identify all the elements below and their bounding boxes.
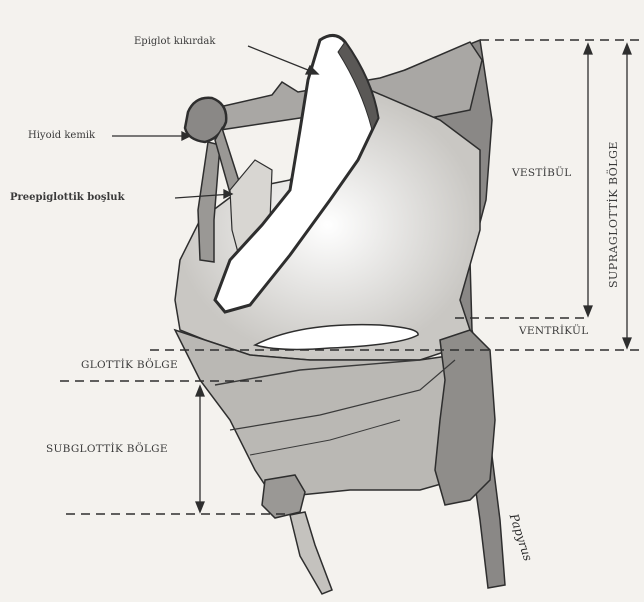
label-preepiglottic: Preepiglottik boşluk (10, 193, 125, 203)
label-epiglottis: Epiglot kıkırdak (134, 37, 215, 47)
label-glottic: GLOTTİK BÖLGE (81, 360, 178, 371)
label-ventricle: VENTRİKÜL (519, 326, 588, 337)
label-vestibule: VESTİBÜL (512, 168, 572, 179)
trachea (290, 512, 332, 594)
label-supraglottic: SUPRAGLOTTİK BÖLGE (607, 141, 620, 288)
label-subglottic: SUBGLOTTİK BÖLGE (46, 444, 168, 455)
arytenoid-region (435, 330, 495, 505)
cricoid-ring (262, 475, 305, 518)
label-hyoid: Hiyoid kemik (28, 131, 95, 141)
